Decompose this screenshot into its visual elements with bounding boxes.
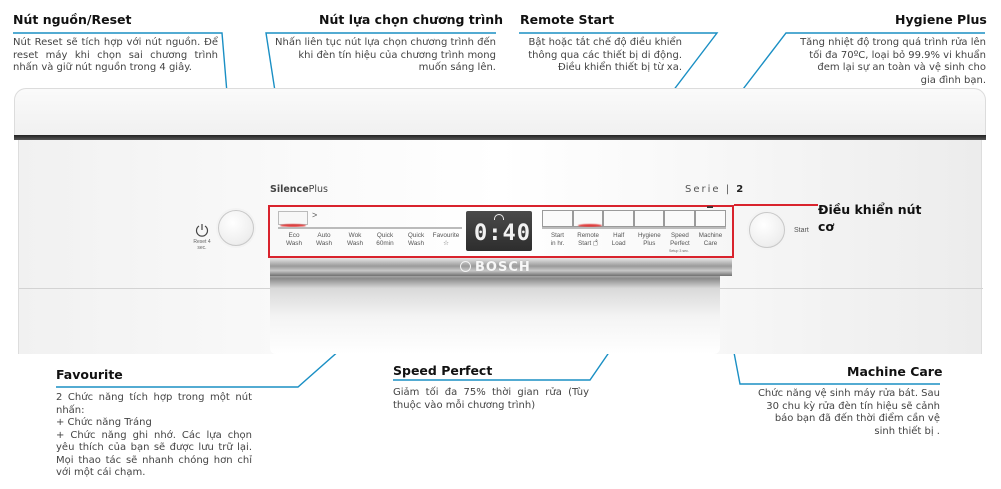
function-buttons: ▬ xyxy=(542,204,726,230)
favourite-callout-desc: 2 Chức năng tích hợp trong một nút nhấn:… xyxy=(56,392,252,480)
power-callout-desc: Nút Reset sẽ tích hợp với nút nguồn. Để … xyxy=(13,37,218,73)
program-favourite: Favourite☆ xyxy=(432,232,460,247)
start-button[interactable] xyxy=(749,212,785,248)
program-select-button[interactable] xyxy=(278,211,308,225)
hygiene-plus-button[interactable] xyxy=(633,210,665,227)
power-callout-title: Nút nguồn/Reset xyxy=(13,12,132,27)
favourite-callout-title: Favourite xyxy=(56,367,123,382)
favourite-line-3: + Chức năng ghi nhớ. Các lựa chọn yêu th… xyxy=(56,429,252,479)
bosch-logo: BOSCH xyxy=(460,260,531,275)
serie-label: Serie xyxy=(685,184,721,195)
function-rail xyxy=(542,227,726,229)
reset-label: Reset 4 sec. xyxy=(193,239,211,251)
power-icon xyxy=(195,224,209,237)
program-callout-desc: Nhấn liên tục nút lựa chọn chương trình … xyxy=(275,37,496,73)
door-handle xyxy=(270,258,732,276)
mechanical-control-line xyxy=(734,204,818,206)
brand-light: Plus xyxy=(308,184,328,195)
control-panel-highlight xyxy=(268,205,734,258)
remote-callout-desc: Bật hoặc tắt chế độ điều khiển thông qua… xyxy=(528,37,682,73)
speed-perfect-button[interactable] xyxy=(664,210,695,227)
half-load-button[interactable] xyxy=(603,210,634,227)
favourite-line-2: + Chức năng Tráng xyxy=(56,417,152,428)
silenceplus-brand: SilencePlus xyxy=(270,184,328,195)
bosch-ring-icon xyxy=(460,261,471,272)
program-callout-title: Nút lựa chọn chương trình xyxy=(319,12,504,27)
machine-care-callout-desc: Chức năng vệ sinh máy rửa bát. Sau 30 ch… xyxy=(757,388,940,437)
favourite-line-1: 2 Chức năng tích hợp trong một nút nhấn: xyxy=(56,392,252,416)
brand-bold: Silence xyxy=(270,184,309,195)
program-selector: > xyxy=(278,210,462,229)
program-rail xyxy=(278,227,462,229)
start-in-hr-button[interactable] xyxy=(542,210,573,227)
program-arrow-icon: > xyxy=(312,210,318,220)
speed-callout-desc: Giảm tối đa 75% thời gian rửa (Tùy thuộc… xyxy=(393,387,589,411)
mechanical-control-title: Điều khiển nút cơ xyxy=(818,202,922,234)
speed-callout-title: Speed Perfect xyxy=(393,363,493,378)
serie-number: 2 xyxy=(736,184,746,195)
program-indicator-light xyxy=(280,224,306,227)
hygiene-callout-title: Hygiene Plus xyxy=(895,12,987,27)
speed-perfect-setup-note: Setup 3 sec. xyxy=(669,249,689,253)
remote-start-indicator xyxy=(578,224,602,227)
machine-care-button[interactable] xyxy=(695,210,726,227)
lid-gap xyxy=(14,135,986,140)
bosch-wordmark: BOSCH xyxy=(475,260,531,275)
wifi-icon xyxy=(494,214,504,220)
machine-care-marker-icon: ▬ xyxy=(707,204,713,210)
machine-care-callout-title: Machine Care xyxy=(847,364,943,379)
remote-callout-title: Remote Start xyxy=(520,12,615,27)
serie-brand: Serie | 2 xyxy=(685,184,746,195)
hygiene-callout-desc: Tăng nhiệt độ trong quá trình rửa lên tố… xyxy=(800,37,986,86)
power-button[interactable] xyxy=(218,210,254,246)
display-time: 0:40 xyxy=(474,221,531,246)
start-label: Start xyxy=(794,227,809,234)
dishwasher-lid xyxy=(14,88,986,136)
time-display: 0:40 xyxy=(466,211,532,251)
handle-recess xyxy=(270,272,720,354)
